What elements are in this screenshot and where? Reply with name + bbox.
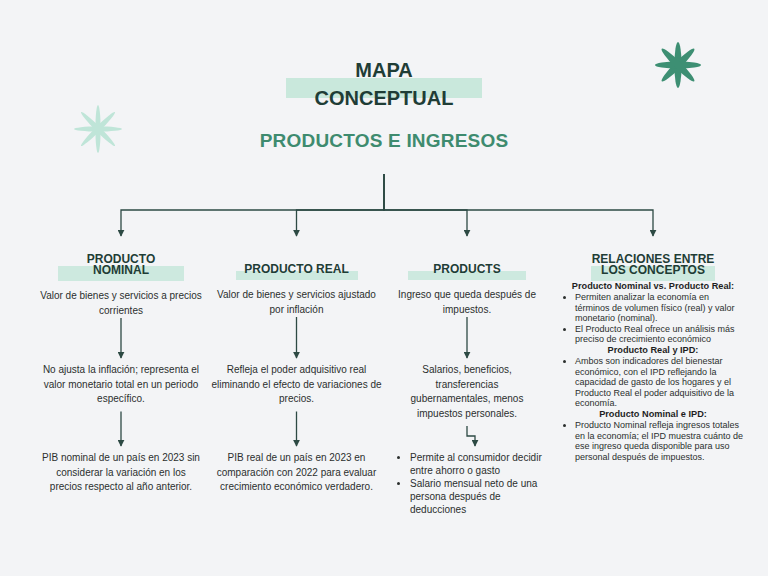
concept-title: PRODUCTOS E INGRESOS — [240, 130, 528, 152]
category-heading: PRODUCTO REAL — [236, 264, 358, 280]
category-node: PRODUCTS Ingreso que queda después de imp… — [387, 236, 547, 317]
connector-arrow — [384, 174, 653, 236]
node-text: No ajusta la inflación; representa el va… — [40, 363, 202, 407]
node-text: Valor de bienes y servicios a precios co… — [40, 289, 202, 318]
bullet-item: Permite al consumidor decidir entre ahor… — [410, 451, 554, 477]
bullet-item: El Producto Real ofrece un análisis más … — [575, 324, 744, 345]
bullet-item: Producto Nominal refleja ingresos totale… — [575, 420, 744, 462]
bullet-list: Permiten analizar la economía en término… — [562, 292, 744, 345]
concept-box: No ajusta la inflación; representa el va… — [40, 358, 202, 412]
connector-arrow — [384, 174, 467, 236]
example-list: Permite al consumidor decidir entre ahor… — [396, 446, 554, 521]
node-text: Refleja el poder adquisitivo real elimin… — [209, 363, 384, 407]
category-heading: RELACIONES ENTRE LOS CONCEPTOS — [591, 254, 715, 281]
connector-arrow — [120, 412, 121, 447]
example-box: PIB real de un país en 2023 en comparaci… — [209, 446, 384, 500]
category-node: PRODUCTO REAL Valor de bienes y servicios… — [209, 236, 384, 317]
bullet-item: Ambos son indicadores del bienestar econ… — [575, 356, 744, 409]
node-text: Valor de bienes y servicios ajustado por… — [209, 288, 384, 317]
connector-arrow — [296, 317, 297, 358]
bullet-list: Producto Nominal refleja ingresos totale… — [562, 420, 744, 462]
category-heading: PRODUCTO NOMINAL — [58, 254, 184, 281]
connector-arrow — [296, 412, 297, 447]
example-box: PIB nominal de un país en 2023 sin consi… — [40, 446, 202, 500]
star-petal — [79, 110, 117, 148]
category-node: PRODUCTO NOMINAL Valor de bienes y servic… — [40, 236, 202, 318]
connector-arrow — [121, 174, 384, 236]
node-text: Ingreso que queda después de impuestos. — [387, 288, 547, 317]
node-text: Salarios, beneficios, transferencias gub… — [400, 363, 534, 421]
relation-subheading: Producto Nominal vs. Producto Real: — [562, 281, 744, 292]
diagram-title: MAPA CONCEPTUAL — [286, 56, 482, 98]
relation-subheading: Producto Nominal e IPD: — [562, 409, 744, 420]
concept-box: Refleja el poder adquisitivo real elimin… — [209, 358, 384, 412]
connector-arrow — [466, 317, 467, 358]
bullet-list: Ambos son indicadores del bienestar econ… — [562, 356, 744, 409]
bullet-item: Salario mensual neto de una persona desp… — [410, 477, 554, 516]
relations-node: RELACIONES ENTRE LOS CONCEPTOSProducto N… — [562, 236, 744, 462]
bullet-list: Permite al consumidor decidir entre ahor… — [396, 451, 554, 516]
connector-arrow — [297, 174, 385, 236]
node-text: PIB nominal de un país en 2023 sin consi… — [40, 451, 202, 495]
concept-box: Salarios, beneficios, transferencias gub… — [400, 358, 534, 426]
node-text: PIB real de un país en 2023 en comparaci… — [209, 451, 384, 495]
root-concept: PRODUCTOS E INGRESOS — [240, 130, 528, 174]
dark-star — [655, 42, 701, 88]
star-petal — [659, 46, 697, 84]
light-star — [74, 105, 122, 153]
relation-subheading: Producto Real y IPD: — [562, 345, 744, 356]
connector-arrow — [467, 426, 475, 446]
bullet-item: Permiten analizar la economía en término… — [575, 292, 744, 324]
category-heading: PRODUCTS — [408, 264, 526, 280]
connector-arrow — [120, 318, 121, 358]
